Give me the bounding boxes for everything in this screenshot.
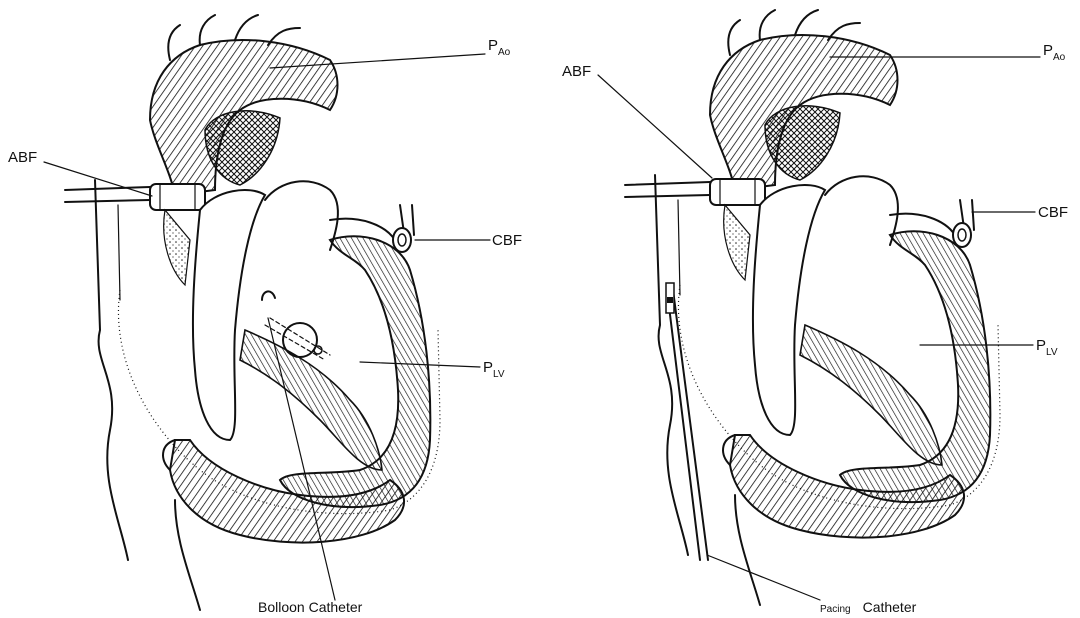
abf-leader-line-right (598, 75, 712, 178)
plv-label: PLV (483, 359, 505, 380)
pao-label-right: PAo (1043, 42, 1066, 63)
pacing-caption-prefix: Pacing (820, 604, 851, 615)
left-heart-panel: ABF PAo CBF PLV Bolloon Catheter (8, 15, 522, 615)
abf-label: ABF (8, 149, 37, 166)
right-heart-panel: ABF PAo CBF PLV Pacing Catheter (562, 10, 1068, 615)
balloon-catheter-caption: Bolloon Catheter (258, 599, 363, 615)
cbf-label-right: CBF (1038, 204, 1068, 221)
abf-label-right: ABF (562, 63, 591, 80)
abf-leader-line (44, 162, 152, 196)
pacing-catheter-icon (666, 283, 708, 560)
pacing-catheter-caption: Pacing Catheter (820, 599, 917, 615)
cbf-label: CBF (492, 232, 522, 249)
pacing-caption-main: Catheter (863, 599, 917, 615)
pao-label: PAo (488, 37, 511, 58)
pacing-caption-leader-line (707, 555, 820, 600)
plv-label-right: PLV (1036, 337, 1058, 358)
